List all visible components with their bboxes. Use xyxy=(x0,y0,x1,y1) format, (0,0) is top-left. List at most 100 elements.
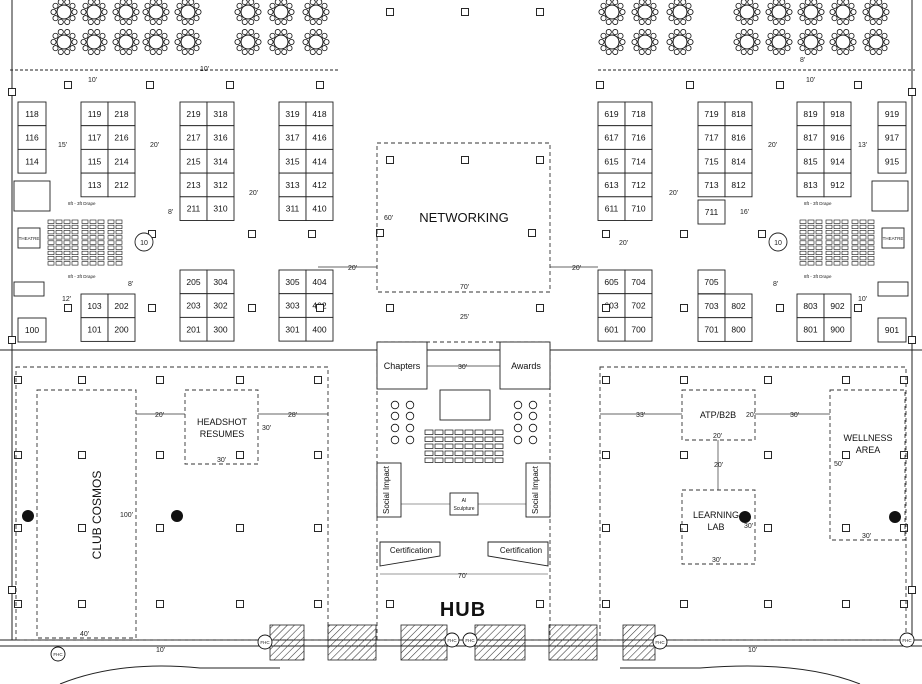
booth-number: 303 xyxy=(285,301,299,311)
theatre-seat xyxy=(81,250,89,255)
theatre-seat xyxy=(867,230,875,235)
booth-number: 717 xyxy=(704,133,718,143)
booth: 801 xyxy=(796,317,825,342)
dim-16: 16' xyxy=(740,209,749,216)
round-table xyxy=(631,29,659,55)
booth: 404 xyxy=(305,269,334,295)
column-marker xyxy=(78,376,86,384)
column-marker xyxy=(314,376,322,384)
dim-20-learning: 20' xyxy=(714,462,723,469)
atp-b2b-label: ATP/B2B xyxy=(700,410,736,420)
booth-number: 214 xyxy=(114,156,128,166)
booth-number: 711 xyxy=(705,207,719,217)
round-table xyxy=(733,0,761,25)
booth: 814 xyxy=(724,148,753,174)
booth-number: 914 xyxy=(830,156,844,166)
column-marker xyxy=(236,451,244,459)
theatre-seat xyxy=(89,224,97,229)
booth-number: 803 xyxy=(803,301,817,311)
theatre-seat xyxy=(833,256,841,261)
theatre-seat xyxy=(81,245,89,250)
booth-number: 701 xyxy=(704,325,718,335)
booth: 715 xyxy=(697,148,726,174)
booth: 118 xyxy=(17,101,47,127)
booth: 611 xyxy=(597,196,626,221)
booth-number: 700 xyxy=(631,324,645,334)
booth: 217 xyxy=(179,125,208,150)
booth: 319 xyxy=(278,101,307,127)
booth: 205 xyxy=(179,269,208,295)
dim-10-bottom-left: 10' xyxy=(156,647,165,654)
theatre-seat xyxy=(47,224,55,229)
theatre-seat xyxy=(851,219,859,224)
hub-chair xyxy=(454,436,464,442)
booth: 816 xyxy=(724,125,753,150)
booth: 914 xyxy=(823,148,852,174)
theatre-seat xyxy=(807,250,815,255)
column-marker xyxy=(602,451,610,459)
theatre-seat xyxy=(815,256,823,261)
column-marker xyxy=(900,600,908,608)
booth-number: 710 xyxy=(631,204,645,214)
booth-number: 814 xyxy=(731,156,745,166)
drape-left-bottom: 8ft - 3ft Drape xyxy=(68,274,96,279)
booth-number: 103 xyxy=(87,301,101,311)
theatre-seat xyxy=(815,240,823,245)
theatre-seat xyxy=(825,230,833,235)
hub-chair xyxy=(474,443,484,449)
theatre-left-label: THEATRE xyxy=(19,236,40,241)
booth: 617 xyxy=(597,125,626,150)
booth: 203 xyxy=(179,293,208,318)
booth: 116 xyxy=(17,125,47,150)
booth: 314 xyxy=(206,148,235,174)
column-marker xyxy=(536,600,544,608)
theatre-seat xyxy=(841,256,849,261)
hub-chair xyxy=(464,429,474,435)
theatre-seat xyxy=(851,245,859,250)
column-marker xyxy=(78,524,86,532)
certification-right-booth xyxy=(487,541,549,567)
booth: 819 xyxy=(796,101,825,127)
booth-number: 116 xyxy=(25,133,39,143)
building-columns xyxy=(8,8,916,608)
theatre-seat xyxy=(55,230,63,235)
booth: 717 xyxy=(697,125,726,150)
theatre-seat xyxy=(833,261,841,266)
booth: 315 xyxy=(278,148,307,174)
theatre-seat xyxy=(107,230,115,235)
theatre-seat xyxy=(115,261,123,266)
dim-20-atp: 20' xyxy=(713,433,722,440)
column-marker xyxy=(842,600,850,608)
dim-70-top: 70' xyxy=(460,284,469,291)
booth-number: 800 xyxy=(731,325,745,335)
hub-chair xyxy=(484,436,494,442)
booth: 101 xyxy=(80,317,109,342)
booth: 313 xyxy=(278,172,307,198)
theatre-seat xyxy=(97,261,105,266)
booth: 119 xyxy=(80,101,109,127)
dim-40: 40' xyxy=(80,631,89,638)
theatre-seat xyxy=(71,261,79,266)
booth: 719 xyxy=(697,101,726,127)
round-table xyxy=(80,29,108,55)
theatre-seat xyxy=(799,235,807,240)
booth-number: 919 xyxy=(885,109,899,119)
hub-seat xyxy=(513,411,523,421)
booth: 400 xyxy=(305,316,334,342)
column-marker xyxy=(376,229,384,237)
theatre-seat xyxy=(115,230,123,235)
booth-number: 603 xyxy=(604,301,618,311)
dim-28: 28' xyxy=(288,412,297,419)
theatre-seat xyxy=(799,224,807,229)
booth: 800 xyxy=(724,317,753,342)
headshot-resumes-area xyxy=(184,389,259,465)
theatre-seat xyxy=(47,235,55,240)
theatre-seat xyxy=(55,235,63,240)
column-marker xyxy=(908,88,916,96)
hub-chair xyxy=(454,450,464,456)
booth-number: 817 xyxy=(803,133,817,143)
column-marker xyxy=(316,304,324,312)
booth-number: 801 xyxy=(803,325,817,335)
theatre-seat xyxy=(107,224,115,229)
theatre-seat xyxy=(97,250,105,255)
